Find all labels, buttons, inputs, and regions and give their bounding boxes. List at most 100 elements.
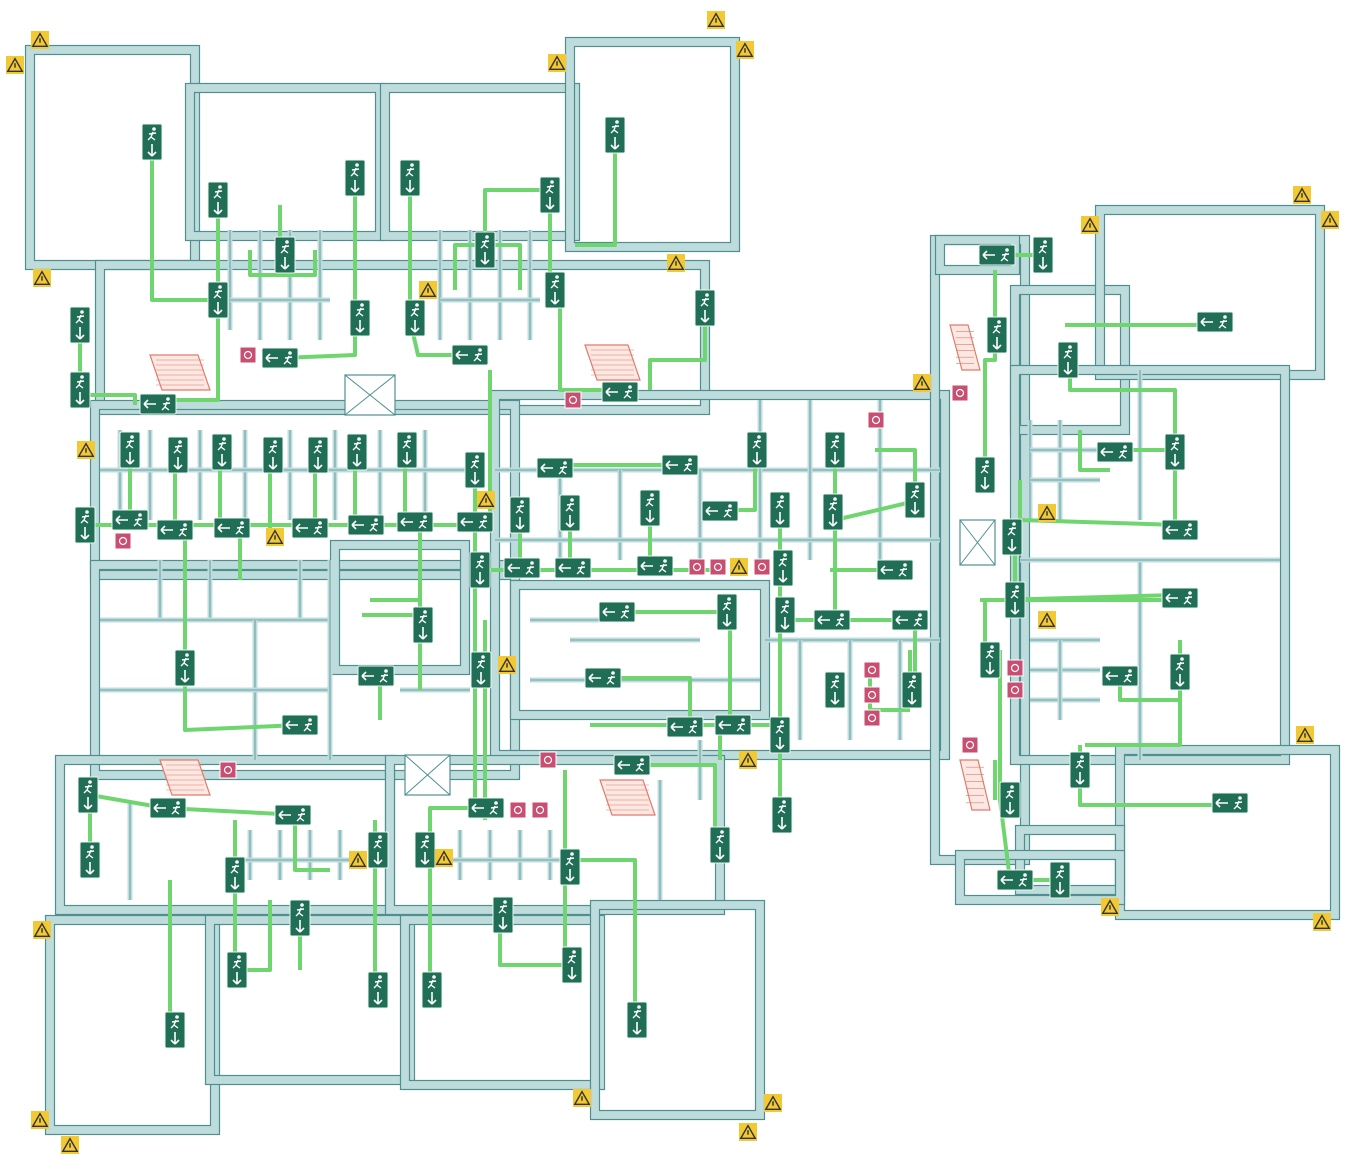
fire-equipment-icon [863, 686, 881, 704]
fire-equipment-icon [688, 558, 706, 576]
exit-sign [709, 826, 731, 864]
exit-sign [813, 609, 851, 631]
direction-arrow-icon [665, 460, 678, 470]
direction-arrow-icon [567, 967, 577, 980]
exit-sign [1001, 518, 1023, 556]
exit-sign-panel [1001, 518, 1023, 556]
running-man-exit-icon [980, 460, 990, 474]
exit-sign [357, 665, 395, 687]
wall-outline-outer [1009, 284, 1131, 436]
direction-arrow-icon [645, 510, 655, 523]
direction-arrow-icon [115, 515, 128, 525]
running-man-exit-icon [283, 351, 293, 365]
running-man-exit-icon [1170, 437, 1180, 451]
exit-sign [412, 606, 434, 644]
running-man-exit-icon [567, 950, 577, 964]
running-man-exit-icon [418, 515, 428, 529]
exit-sign [274, 236, 296, 274]
running-man-exit-icon [476, 655, 486, 669]
direction-arrow-icon [217, 523, 230, 533]
exit-sign-panel [904, 481, 926, 519]
direction-arrow-icon [83, 797, 93, 810]
exit-sign-panel [1069, 751, 1091, 789]
running-man-exit-icon [213, 285, 223, 299]
running-man-exit-icon [576, 561, 586, 575]
exit-sign-panel [404, 299, 426, 337]
direction-arrow-icon [350, 180, 360, 193]
direction-arrow-icon [752, 452, 762, 465]
exit-sign [207, 181, 229, 219]
exit-sign-panel [164, 1011, 186, 1049]
direction-arrow-icon [313, 457, 323, 470]
exit-sign [772, 549, 794, 587]
direction-arrow-icon [213, 202, 223, 215]
wall-outline-outer [1114, 744, 1341, 921]
running-man-exit-icon [780, 600, 790, 614]
exit-sign-panel [367, 831, 389, 869]
exit-sign [274, 804, 312, 826]
exit-sign [904, 481, 926, 519]
direction-arrow-icon [540, 463, 553, 473]
direction-arrow-icon [268, 457, 278, 470]
exit-sign [639, 489, 661, 527]
warning-triangle-icon [349, 851, 367, 869]
exit-sign-panel [77, 776, 99, 814]
exit-sign-panel [349, 299, 371, 337]
running-man-exit-icon [550, 275, 560, 289]
wall-outline-inner [598, 908, 757, 1112]
running-man-exit-icon [303, 718, 313, 732]
running-man-exit-icon [373, 975, 383, 989]
direction-arrow-icon [775, 512, 785, 525]
exit-sign [470, 651, 492, 689]
exit-sign [79, 841, 101, 879]
exit-sign-panel [274, 236, 296, 274]
direction-arrow-icon [777, 817, 787, 830]
direction-arrow-icon [180, 670, 190, 683]
warning-triangle-icon [764, 1094, 782, 1112]
direction-arrow-icon [280, 257, 290, 270]
exit-sign-panel [69, 371, 91, 409]
evacuation-route-line [485, 243, 522, 290]
running-man-exit-icon [379, 669, 389, 683]
direction-arrow-icon [476, 672, 486, 685]
elevator-cross-icon [344, 374, 396, 416]
running-man-exit-icon [480, 235, 490, 249]
exit-sign-panel [344, 159, 366, 197]
evacuation-route-line [483, 188, 550, 250]
running-man-exit-icon [470, 455, 480, 469]
running-man-exit-icon [985, 645, 995, 659]
direction-arrow-icon [295, 920, 305, 933]
running-man-exit-icon [1183, 523, 1193, 537]
exit-sign [349, 299, 371, 337]
running-man-exit-icon [489, 801, 499, 815]
evacuation-route-line [78, 330, 137, 405]
running-man-exit-icon [498, 900, 508, 914]
stair-hatch-icon [959, 759, 991, 811]
warning-triangle-icon [736, 41, 754, 59]
direction-arrow-icon [817, 615, 830, 625]
running-man-exit-icon [736, 718, 746, 732]
exit-sign [262, 436, 284, 474]
running-man-exit-icon [558, 461, 568, 475]
direction-arrow-icon [265, 353, 278, 363]
direction-arrow-icon [610, 137, 620, 150]
exit-sign [769, 491, 791, 529]
running-man-exit-icon [778, 553, 788, 567]
exit-sign [554, 557, 592, 579]
exit-sign [559, 494, 581, 532]
running-man-exit-icon [1233, 796, 1243, 810]
exit-signs-layer [69, 116, 1249, 1049]
wall-outline-outer [94, 259, 711, 416]
wall-frame [565, 37, 740, 252]
fire-equipment-icon [1006, 659, 1024, 677]
direction-arrow-icon [778, 570, 788, 583]
running-man-exit-icon [898, 563, 908, 577]
exit-sign-panel [509, 496, 531, 534]
direction-arrow-icon [718, 720, 731, 730]
exit-sign [561, 946, 583, 984]
exit-sign-panel [399, 159, 421, 197]
exit-sign [399, 159, 421, 197]
wall-frame [510, 580, 770, 720]
running-man-exit-icon [658, 559, 668, 573]
running-man-exit-icon [83, 780, 93, 794]
